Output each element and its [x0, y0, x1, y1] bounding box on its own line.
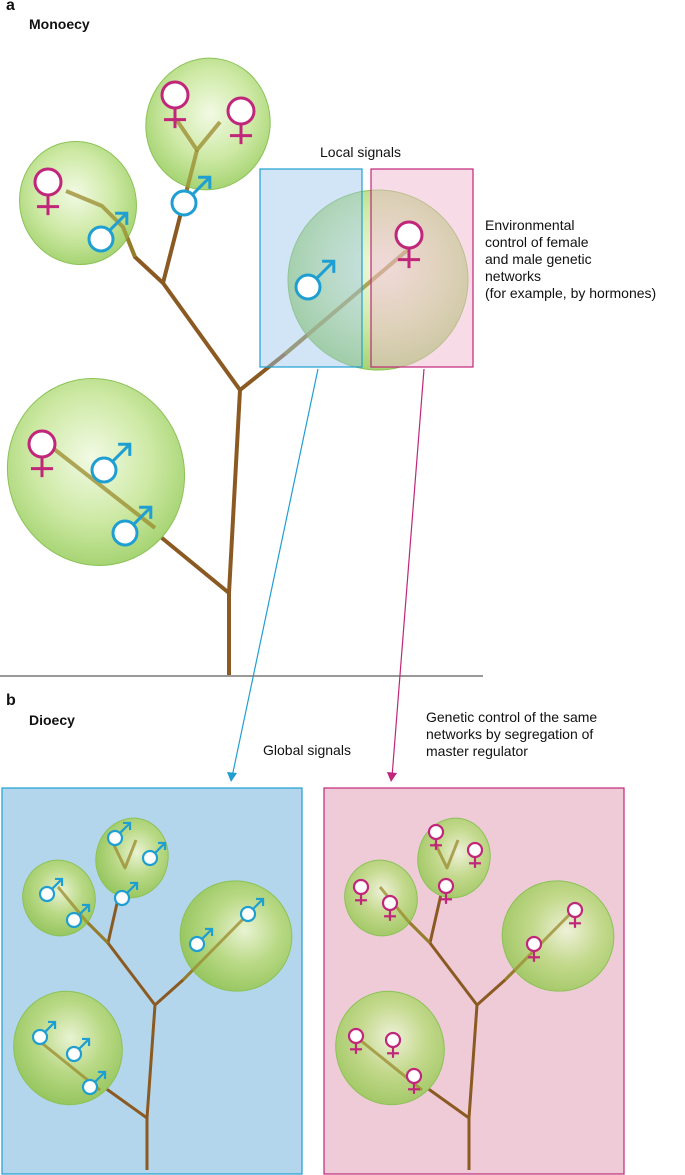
female-symbol-icon [384, 1031, 402, 1058]
panel-b-dioecy [1, 787, 625, 1175]
global-signal-arrow-male [231, 368, 319, 778]
leaf-vein [38, 436, 157, 530]
panel-b-letter: b [6, 692, 16, 709]
local-signal-box-male [259, 168, 363, 368]
leaf-vein [183, 149, 199, 198]
female-symbol-icon [347, 1027, 365, 1054]
male-symbol-icon [170, 175, 212, 217]
leaf-vein [56, 886, 110, 945]
female-symbol-icon [381, 894, 399, 921]
panel-b-title: Dioecy [29, 712, 75, 728]
panel-a-letter: a [6, 0, 15, 14]
male-symbol-icon [38, 877, 64, 903]
arrow-head [227, 772, 237, 782]
female-symbol-icon [405, 1067, 423, 1094]
female-symbol-icon [27, 429, 57, 478]
leaf [501, 880, 615, 992]
female-symbol-icon [226, 96, 256, 145]
panel-a-monoecy [0, 57, 483, 782]
global-signal-arrow-female [391, 368, 425, 778]
environmental-label-line: networks [485, 268, 542, 284]
female-symbol-icon [160, 80, 190, 129]
male-plant-panel [1, 787, 303, 1175]
leaf-vein [433, 839, 460, 870]
environmental-control-label: Environmental control of female and male… [485, 217, 656, 302]
leaf [19, 140, 137, 266]
local-signals-label: Local signals [320, 144, 401, 160]
arrow-head [387, 772, 397, 782]
male-symbol-icon [113, 881, 139, 907]
female-symbol-icon [427, 823, 445, 850]
leaf [179, 880, 293, 992]
leaf-vein [181, 908, 254, 982]
female-plant-panel [323, 787, 625, 1175]
male-symbol-icon [81, 1070, 107, 1096]
genetic-label-line: networks by segregation of [426, 726, 594, 742]
genetic-control-label: Genetic control of the same networks by … [426, 709, 597, 760]
environmental-label-line: (for example, by hormones) [485, 285, 657, 301]
female-symbol-icon [437, 877, 455, 904]
male-symbol-icon [87, 211, 129, 253]
panel-a-title: Monoecy [29, 16, 90, 32]
global-signals-label: Global signals [263, 742, 351, 758]
male-symbol-icon [31, 1020, 57, 1046]
female-symbol-icon [525, 935, 543, 962]
environmental-label-line: Environmental [485, 217, 575, 233]
leaf-vein [65, 189, 137, 258]
male-symbol-icon [90, 442, 132, 484]
female-symbol-icon [394, 220, 424, 269]
environmental-label-line: control of female [485, 234, 589, 250]
male-symbol-icon [111, 505, 153, 547]
female-symbol-icon [566, 901, 584, 928]
leaf [344, 859, 418, 937]
local-signal-box-female [370, 168, 474, 368]
female-symbol-icon [466, 841, 484, 868]
leaf [13, 990, 123, 1106]
male-symbol-icon [106, 821, 132, 847]
leaf-vein [111, 839, 138, 870]
male-symbol-icon [65, 1037, 91, 1063]
genetic-label-line: Genetic control of the same [426, 709, 598, 725]
genetic-label-line: master regulator [426, 743, 528, 759]
male-symbol-icon [141, 841, 167, 867]
female-symbol-icon [352, 878, 370, 905]
male-symbol-icon [188, 927, 214, 953]
male-symbol-icon [65, 903, 91, 929]
environmental-label-line: and male genetic [485, 251, 592, 267]
male-symbol-icon [294, 259, 336, 301]
male-symbol-icon [239, 897, 265, 923]
female-symbol-icon [33, 167, 63, 216]
